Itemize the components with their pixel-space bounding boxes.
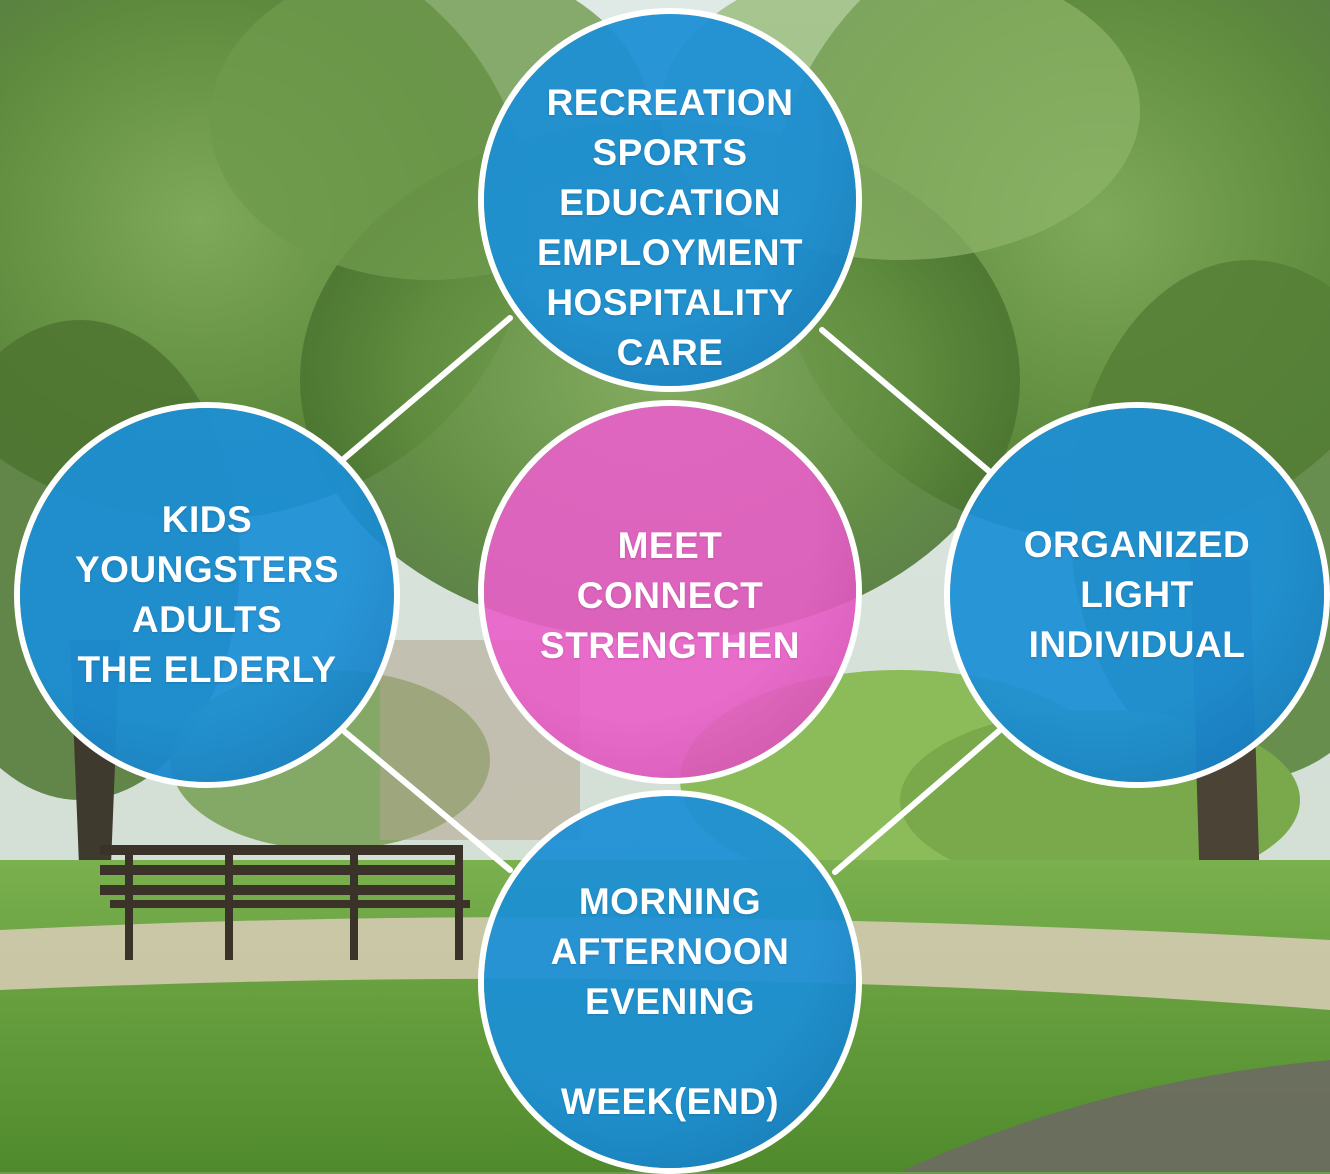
- circle-right-list: ORGANIZED LIGHT INDIVIDUAL: [1024, 520, 1251, 670]
- circle-item: INDIVIDUAL: [1028, 624, 1246, 665]
- circle-item: THE ELDERLY: [77, 649, 337, 690]
- circle-item: EMPLOYMENT: [536, 232, 804, 273]
- circle-fill: [950, 408, 1324, 782]
- circle-item: ADULTS: [131, 599, 283, 640]
- circle-item: YOUNGSTERS: [74, 549, 340, 590]
- time-of-day-circle: MORNING AFTERNOON EVENING WEEK(END): [478, 790, 862, 1174]
- circle-item: STRENGTHEN: [540, 625, 800, 666]
- circle-fill: [484, 406, 856, 778]
- circle-center-list: MEET CONNECT STRENGTHEN: [540, 521, 800, 671]
- core-purpose-circle: MEET CONNECT STRENGTHEN: [478, 400, 862, 784]
- circle-item: CONNECT: [576, 575, 764, 616]
- circle-item: WEEK(END): [560, 1081, 780, 1122]
- activity-format-circle: ORGANIZED LIGHT INDIVIDUAL: [944, 402, 1330, 788]
- age-groups-circle: KIDS YOUNGSTERS ADULTS THE ELDERLY: [14, 402, 400, 788]
- circle-item: AFTERNOON: [550, 931, 790, 972]
- circle-item: LIGHT: [1080, 574, 1194, 615]
- circle-item: SPORTS: [592, 132, 748, 173]
- circle-item: EDUCATION: [559, 182, 781, 223]
- circle-item: HOSPITALITY: [546, 282, 794, 323]
- circle-item: EVENING: [584, 981, 756, 1022]
- circle-item: [551, 1027, 790, 1077]
- circle-top-list: RECREATION SPORTS EDUCATION EMPLOYMENT H…: [537, 78, 803, 378]
- circle-fill: [20, 408, 394, 782]
- circle-item: MORNING: [578, 881, 762, 922]
- circle-item: ORGANIZED: [1023, 524, 1251, 565]
- circle-item: CARE: [616, 332, 724, 373]
- circle-fill: [484, 796, 856, 1168]
- circle-item: RECREATION: [546, 82, 794, 123]
- audience-domains-circle: RECREATION SPORTS EDUCATION EMPLOYMENT H…: [478, 8, 862, 392]
- circle-left-list: KIDS YOUNGSTERS ADULTS THE ELDERLY: [75, 495, 339, 695]
- circle-bottom-list: MORNING AFTERNOON EVENING WEEK(END): [551, 877, 790, 1127]
- circle-item: KIDS: [161, 499, 253, 540]
- circle-item: MEET: [617, 525, 723, 566]
- circle-fill: [484, 14, 856, 386]
- park-bench: [100, 845, 470, 960]
